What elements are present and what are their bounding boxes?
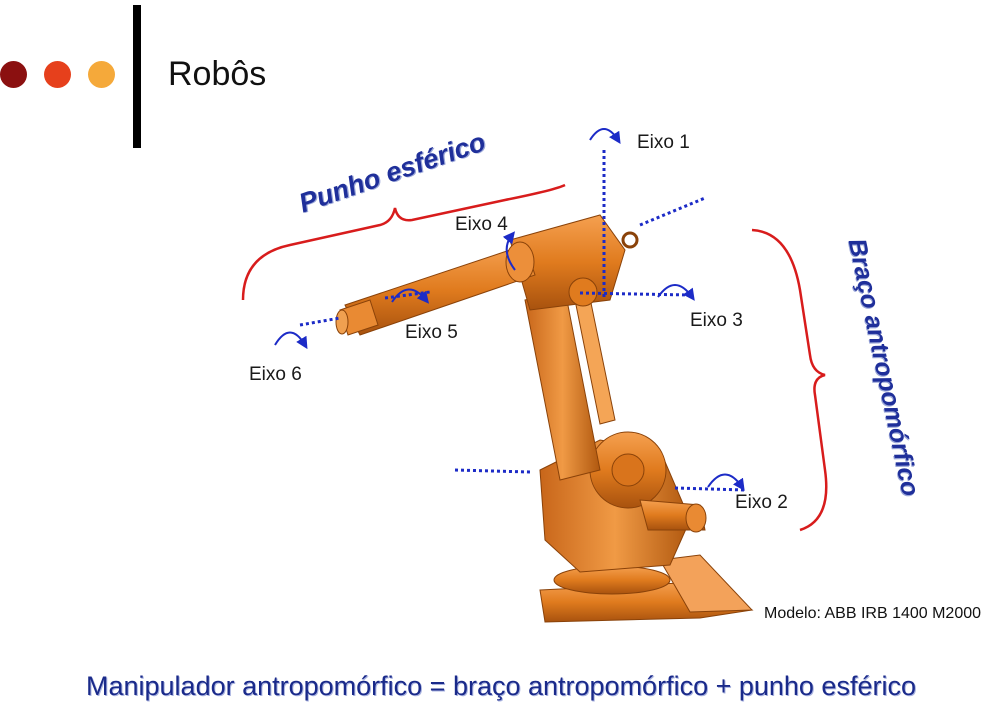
axis-line-2 (454, 468, 531, 474)
robot-motor-cap (685, 503, 707, 533)
arrow-eixo4 (502, 231, 516, 271)
label-eixo5: Eixo 5 (405, 322, 458, 343)
robot-diagram (241, 128, 828, 623)
axis-line-2b (674, 486, 746, 492)
robot-base-ramp (659, 554, 754, 613)
robot-shoulder-hub (611, 453, 645, 487)
arrow-eixo6 (274, 331, 308, 350)
arrow-eixo1 (589, 128, 621, 145)
slide-caption: Manipulador antropomórfico = braço antro… (86, 671, 916, 701)
arrow-eixo5 (391, 288, 430, 304)
label-eixo2: Eixo 2 (735, 492, 788, 513)
arrow-eixo2 (707, 473, 745, 491)
robot-forearm-end (505, 241, 535, 283)
axis-line-1b (639, 196, 706, 227)
brace-braco (751, 228, 828, 532)
robot-elbow-ring (621, 231, 639, 249)
bullet-dot-orange (88, 61, 115, 88)
model-label: Modelo: ABB IRB 1400 M2000 (764, 605, 981, 622)
label-eixo6: Eixo 6 (249, 364, 302, 385)
label-eixo4: Eixo 4 (455, 214, 508, 235)
title-divider (133, 5, 141, 148)
robot-body (335, 214, 754, 623)
slide-title: Robôs (168, 55, 267, 93)
rotation-arrows (274, 128, 745, 491)
arrow-eixo3 (657, 284, 695, 301)
robot-base-turntable (553, 565, 671, 595)
robot-flange (335, 309, 349, 335)
axis-line-5 (299, 316, 341, 327)
bullet-dot-red (44, 61, 71, 88)
brace-punho (241, 183, 566, 301)
axis-line-3 (579, 291, 691, 297)
label-eixo1: Eixo 1 (637, 132, 690, 153)
label-eixo3: Eixo 3 (690, 310, 743, 331)
bullet-dot-dark-red (0, 61, 27, 88)
